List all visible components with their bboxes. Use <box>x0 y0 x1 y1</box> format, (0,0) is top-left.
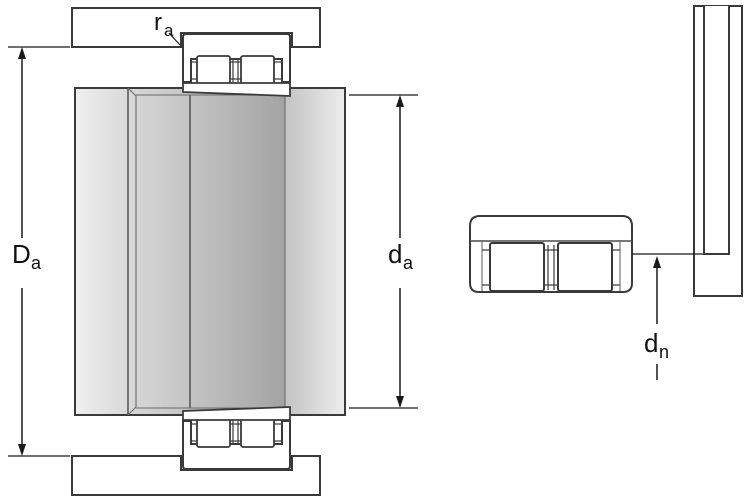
dn-arrow-up <box>653 256 661 268</box>
shaft <box>74 87 346 416</box>
cage-lines <box>191 58 282 82</box>
da-label: d <box>388 239 402 269</box>
dimension-Da: D a <box>8 46 70 457</box>
dimension-da: d a <box>349 94 418 409</box>
sleeve-chamfer-top <box>127 87 137 97</box>
shaft-body-left <box>75 88 285 415</box>
roller-right <box>240 55 275 85</box>
da-arrow-up <box>396 95 404 107</box>
Da-label-sub: a <box>31 253 42 273</box>
cage-lines <box>482 245 620 290</box>
roller-right <box>557 242 613 292</box>
da-label-sub: a <box>403 253 414 273</box>
outer-ring <box>182 33 291 83</box>
roller-left <box>489 242 545 292</box>
bearing-top <box>182 33 291 97</box>
dn-label: d <box>644 328 658 358</box>
bearing-right-view <box>469 215 633 293</box>
housing-right-section <box>693 5 743 297</box>
sleeve-chamfer-bottom <box>127 406 137 416</box>
ra-label: r <box>154 9 162 36</box>
da-arrow-down <box>396 396 404 408</box>
section-view-right: d n <box>469 5 743 380</box>
Da-arrow-down <box>18 444 26 456</box>
dn-label-sub: n <box>659 342 669 362</box>
dimension-ra: r a <box>154 9 181 46</box>
bearing-bottom <box>182 406 291 470</box>
ra-label-sub: a <box>164 21 174 40</box>
housing-top <box>71 7 321 48</box>
inner-ring <box>182 82 291 97</box>
section-view-left: r a D a d a <box>8 7 418 496</box>
Da-arrow-up <box>18 47 26 59</box>
dimension-dn: d n <box>632 253 703 380</box>
Da-label: D <box>12 239 31 269</box>
ra-leader-line <box>168 32 181 46</box>
shaft-body-right <box>285 88 345 415</box>
roller-left <box>196 55 231 85</box>
spacer-ring-slot <box>703 6 730 255</box>
